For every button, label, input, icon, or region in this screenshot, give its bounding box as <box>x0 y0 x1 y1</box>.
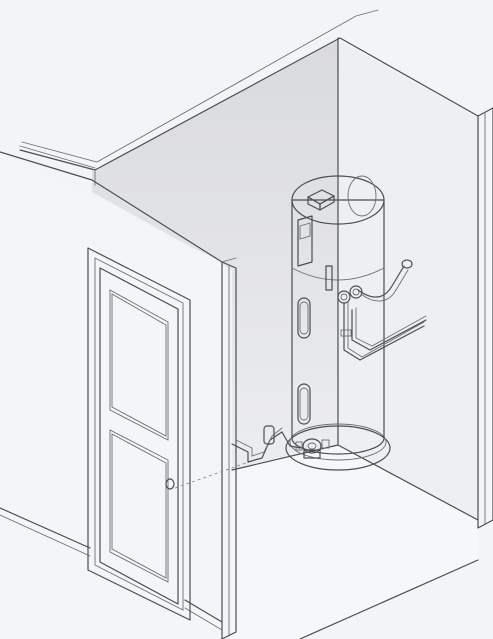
left-wall <box>0 155 222 639</box>
tank-band <box>291 267 385 281</box>
tank-base <box>285 425 391 471</box>
back-wall-right <box>338 40 478 520</box>
left-wall-top <box>0 151 223 263</box>
door-knob <box>165 478 175 490</box>
back-wall-left <box>92 40 338 470</box>
valve-icon <box>231 425 330 463</box>
door-icon <box>87 247 191 621</box>
upper-access-panel <box>297 297 311 339</box>
floor <box>232 445 478 639</box>
right-wall-edge <box>477 107 493 529</box>
left-wall-end <box>221 257 237 639</box>
lower-access-panel <box>297 383 311 425</box>
water-heater-icon <box>285 175 391 471</box>
left-baseboard <box>0 507 91 549</box>
control-panel-icon <box>297 215 313 267</box>
tank-top-connector <box>307 189 335 211</box>
ceiling-edge <box>19 37 479 171</box>
tank-top <box>291 175 385 225</box>
ceiling-edge-outer <box>21 9 379 163</box>
room <box>0 9 493 639</box>
pipe-icon <box>325 259 427 361</box>
tank-body <box>291 199 385 455</box>
